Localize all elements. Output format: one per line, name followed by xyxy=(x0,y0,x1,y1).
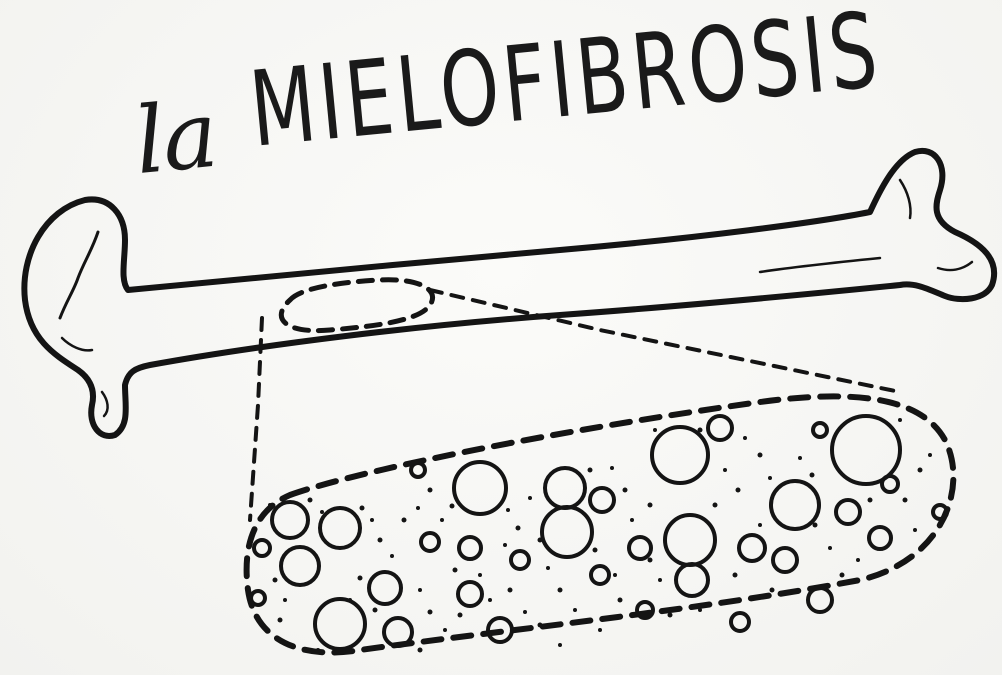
marrow-section-icon xyxy=(247,396,954,652)
bone-icon xyxy=(24,151,994,436)
bone-section-outline xyxy=(281,280,432,331)
